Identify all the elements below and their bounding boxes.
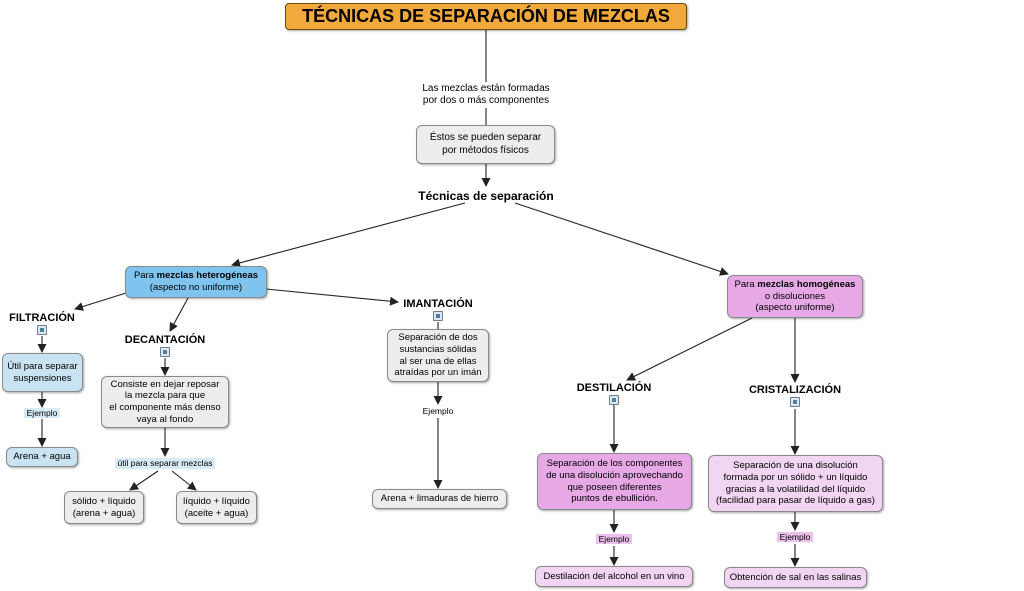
homogeneous-suffix: o disoluciones (aspecto uniforme) (755, 290, 835, 314)
filtration-example: Arena + agua (6, 447, 78, 467)
image-resource-icon[interactable] (433, 311, 443, 321)
filtration-example-label-text: Ejemplo (23, 407, 61, 419)
heterogeneous-mixtures-box: Para mezclas heterogéneas (aspecto no un… (125, 266, 267, 298)
image-resource-icon[interactable] (790, 397, 800, 407)
distillation-example-label-text: Ejemplo (595, 533, 633, 545)
distillation-description: Separación de los componentes de una dis… (537, 453, 692, 510)
decantation-example-solid: sólido + líquido (arena + agua) (64, 491, 144, 524)
link-techniques-homogeneous (514, 202, 729, 276)
filtration-description: Útil para separar suspensiones (2, 353, 83, 392)
magnetization-example-label-text: Ejemplo (422, 405, 454, 416)
link-heterogeneous-filtration (74, 292, 127, 311)
homogeneous-bold: mezclas homogéneas (757, 279, 856, 291)
decantation-useful-label: útil para separar mezclas (103, 457, 227, 470)
magnetization-title: IMANTACIÓN (403, 298, 473, 311)
image-resource-icon[interactable] (609, 395, 619, 405)
magnetization-example: Arena + limaduras de hierro (372, 489, 507, 509)
heterogeneous-heading: Para mezclas heterogéneas (134, 270, 258, 282)
link-heterogeneous-magnetization (265, 288, 399, 306)
filtration-example-label: Ejemplo (17, 407, 67, 419)
magnetization-example-label: Ejemplo (413, 405, 463, 417)
distillation-example-label: Ejemplo (589, 533, 639, 545)
crystallization-title: CRISTALIZACIÓN (748, 384, 842, 397)
crystallization-example-label: Ejemplo (770, 531, 820, 543)
link-homogeneous-distillation (626, 317, 753, 381)
decantation-description: Consiste en dejar reposar la mezcla para… (101, 376, 229, 428)
heterogeneous-prefix: Para (133, 270, 157, 282)
homogeneous-mixtures-box: Para mezclas homogéneas o disoluciones (… (727, 275, 863, 318)
physical-methods-box: Éstos se pueden separar por métodos físi… (416, 125, 555, 164)
crystallization-description: Separación de una disolución formada por… (708, 455, 883, 512)
decantation-useful-label-text: útil para separar mezclas (114, 458, 216, 469)
filtration-title: FILTRACIÓN (9, 312, 75, 325)
link-useful-solid (129, 470, 159, 491)
distillation-example: Destilación del alcohol en un vino (535, 566, 693, 587)
heterogeneous-bold: mezclas heterogéneas (156, 270, 259, 282)
magnetization-description: Separación de dos sustancias sólidas al … (387, 329, 489, 382)
crystallization-example: Obtención de sal en las salinas (724, 567, 867, 588)
link-heterogeneous-decantation (169, 297, 189, 332)
link-useful-liquid (171, 470, 197, 491)
intro-text: Las mezclas están formadas por dos o más… (422, 82, 550, 106)
homogeneous-heading: Para mezclas homogéneas (735, 279, 856, 291)
image-resource-icon[interactable] (37, 325, 47, 335)
image-resource-icon[interactable] (160, 347, 170, 357)
page-title: TÉCNICAS DE SEPARACIÓN DE MEZCLAS (285, 3, 687, 30)
link-techniques-heterogeneous (231, 202, 466, 268)
decantation-example-liquid: líquido + líquido (aceite + agua) (176, 491, 257, 524)
homogeneous-prefix: Para (734, 279, 758, 291)
distillation-title: DESTILACIÓN (576, 382, 652, 395)
techniques-label: Técnicas de separación (418, 188, 554, 203)
heterogeneous-suffix: (aspecto no uniforme) (149, 282, 243, 293)
decantation-title: DECANTACIÓN (124, 334, 206, 347)
crystallization-example-label-text: Ejemplo (776, 531, 814, 543)
